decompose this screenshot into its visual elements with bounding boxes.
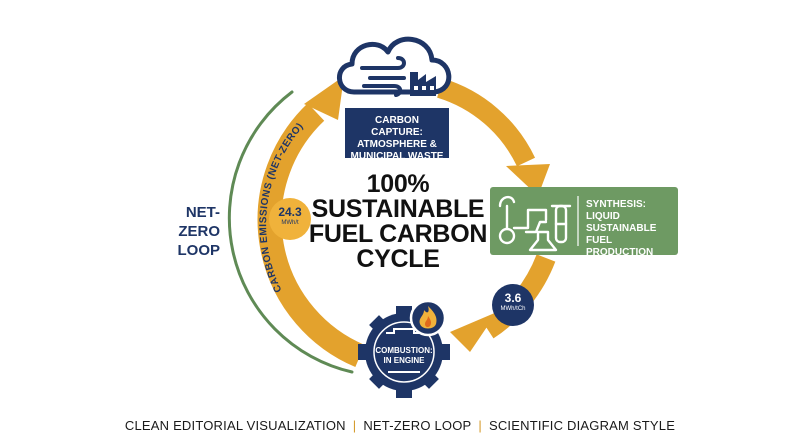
synthesis-label-line: SYNTHESIS: bbox=[586, 199, 647, 210]
badge-right-text: 3.6 MWh/tCh bbox=[493, 292, 533, 313]
footer-caption: CLEAN EDITORIAL VISUALIZATION | NET-ZERO L… bbox=[0, 418, 800, 433]
capture-label-line: ATMOSPHERE & bbox=[357, 139, 437, 150]
flame-icon bbox=[409, 299, 447, 337]
footer-item: SCIENTIFIC DIAGRAM STYLE bbox=[488, 418, 676, 433]
loop-label-line: NET-ZERO bbox=[178, 204, 220, 240]
footer-item: CLEAN EDITORIAL VISUALIZATION bbox=[124, 418, 346, 433]
badge-left-text: 24.3 MWh/t bbox=[270, 206, 310, 227]
synthesis-label-line: LIQUID bbox=[586, 211, 620, 222]
footer-separator: | bbox=[478, 418, 482, 433]
combustion-label-line: COMBUSTION: bbox=[375, 346, 433, 355]
title-line: SUSTAINABLE bbox=[311, 195, 485, 223]
title-line: CYCLE bbox=[356, 245, 440, 273]
capture-label-box bbox=[345, 108, 449, 158]
footer-item: NET-ZERO LOOP bbox=[363, 418, 472, 433]
net-zero-loop-label: NET-ZERO LOOP bbox=[150, 203, 220, 260]
synthesis-label-line: FUEL PRODUCTION bbox=[586, 235, 654, 258]
badge-right-unit: MWh/tCh bbox=[500, 306, 526, 312]
loop-label-line: LOOP bbox=[177, 242, 220, 259]
diagram-title: 100% SUSTAINABLE FUEL CARBON CYCLE bbox=[300, 172, 496, 272]
arrowhead-capture bbox=[304, 76, 344, 120]
footer-separator: | bbox=[352, 418, 357, 433]
badge-left bbox=[269, 198, 311, 240]
title-line: 100% bbox=[366, 170, 430, 198]
lab-flask-icon bbox=[498, 195, 572, 252]
net-zero-loop-line bbox=[227, 90, 354, 374]
title-line: FUEL CARBON bbox=[308, 220, 488, 248]
combustion-stage-label: COMBUSTION: IN ENGINE bbox=[372, 346, 436, 366]
synthesis-label-line: SUSTAINABLE bbox=[586, 223, 657, 234]
capture-stage-label: CARBON CAPTURE: ATMOSPHERE & MUNICIPAL W… bbox=[349, 115, 445, 163]
combustion-label-line: IN ENGINE bbox=[383, 356, 425, 365]
badge-right bbox=[492, 284, 534, 326]
badge-left-value: 24.3 bbox=[278, 205, 302, 219]
badge-left-unit: MWh/t bbox=[281, 220, 299, 226]
capture-label-line: CARBON CAPTURE: bbox=[371, 115, 423, 138]
synthesis-stage-label: SYNTHESIS: LIQUID SUSTAINABLE FUEL PRODU… bbox=[586, 199, 676, 259]
arrow-capture-to-synthesis bbox=[436, 78, 536, 167]
arrow-combustion-to-capture bbox=[257, 103, 365, 368]
badge-right-value: 3.6 bbox=[504, 291, 522, 305]
arrowhead-combustion bbox=[450, 312, 497, 352]
cloud-factory-icon bbox=[337, 36, 452, 97]
capture-label-line: MUNICIPAL WASTE bbox=[350, 151, 444, 162]
